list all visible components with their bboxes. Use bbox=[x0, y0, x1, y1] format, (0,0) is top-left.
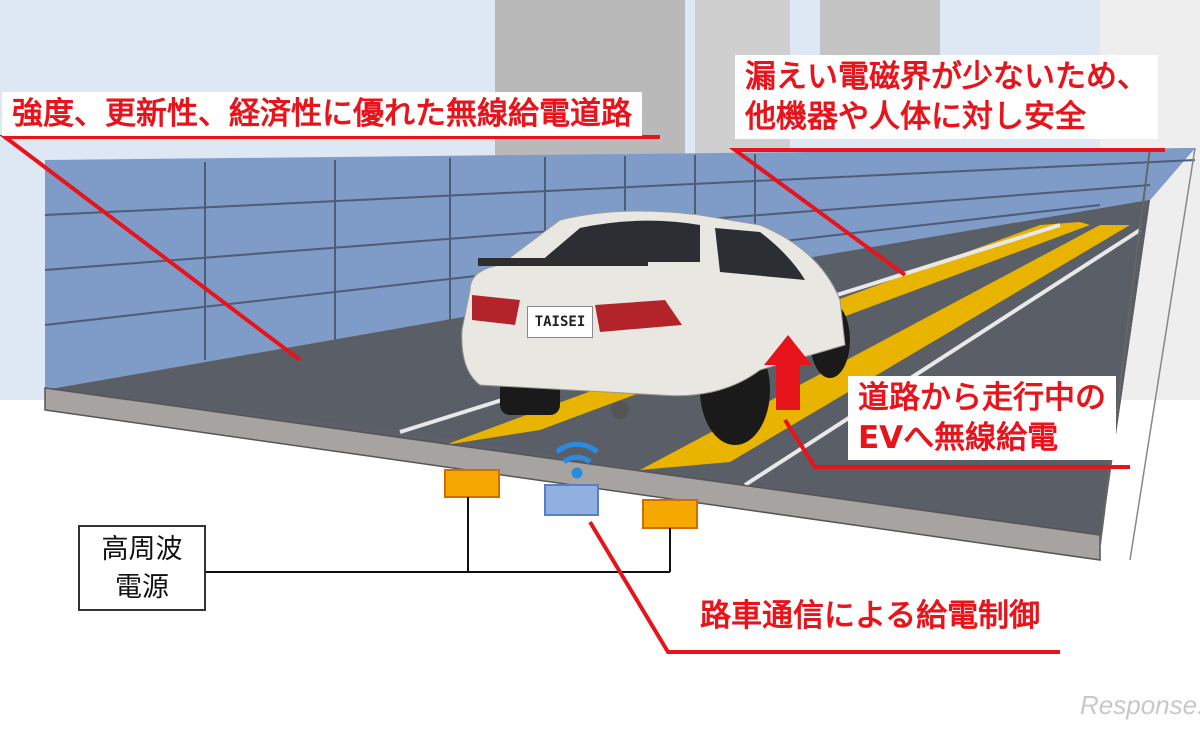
power-coil bbox=[444, 469, 500, 498]
building bbox=[820, 0, 940, 60]
callout-communication: 路車通信による給電制御 bbox=[690, 594, 1051, 638]
callout-text: 漏えい電磁界が少ないため、 bbox=[745, 59, 1148, 95]
power-source-label: 高周波 bbox=[101, 534, 183, 565]
callout-road-quality: 強度、更新性、経済性に優れた無線給電道路 bbox=[2, 92, 642, 136]
callout-safety: 漏えい電磁界が少ないため、 他機器や人体に対し安全 bbox=[735, 55, 1158, 139]
communication-unit bbox=[544, 484, 599, 516]
watermark: Response. bbox=[1080, 690, 1200, 720]
callout-text: EVへ無線給電 bbox=[858, 420, 1059, 456]
wifi-icon bbox=[555, 441, 599, 479]
power-transfer-arrow-icon bbox=[764, 335, 812, 410]
callout-text: 他機器や人体に対し安全 bbox=[745, 99, 1086, 135]
lane-line bbox=[743, 228, 1142, 487]
callout-leaders bbox=[0, 135, 1165, 654]
callout-text: 道路から走行中の bbox=[858, 380, 1106, 416]
electric-vehicle bbox=[461, 210, 850, 445]
high-frequency-power-source: 高周波 電源 bbox=[78, 525, 206, 611]
callout-text: 強度、更新性、経済性に優れた無線給電道路 bbox=[12, 96, 632, 132]
callout-text: 路車通信による給電制御 bbox=[700, 598, 1041, 634]
license-plate: TAISEI bbox=[527, 306, 593, 338]
power-source-label: 電源 bbox=[115, 572, 169, 603]
power-wiring bbox=[206, 497, 671, 573]
power-coil bbox=[642, 499, 698, 529]
callout-wireless-charging: 道路から走行中の EVへ無線給電 bbox=[848, 376, 1116, 460]
